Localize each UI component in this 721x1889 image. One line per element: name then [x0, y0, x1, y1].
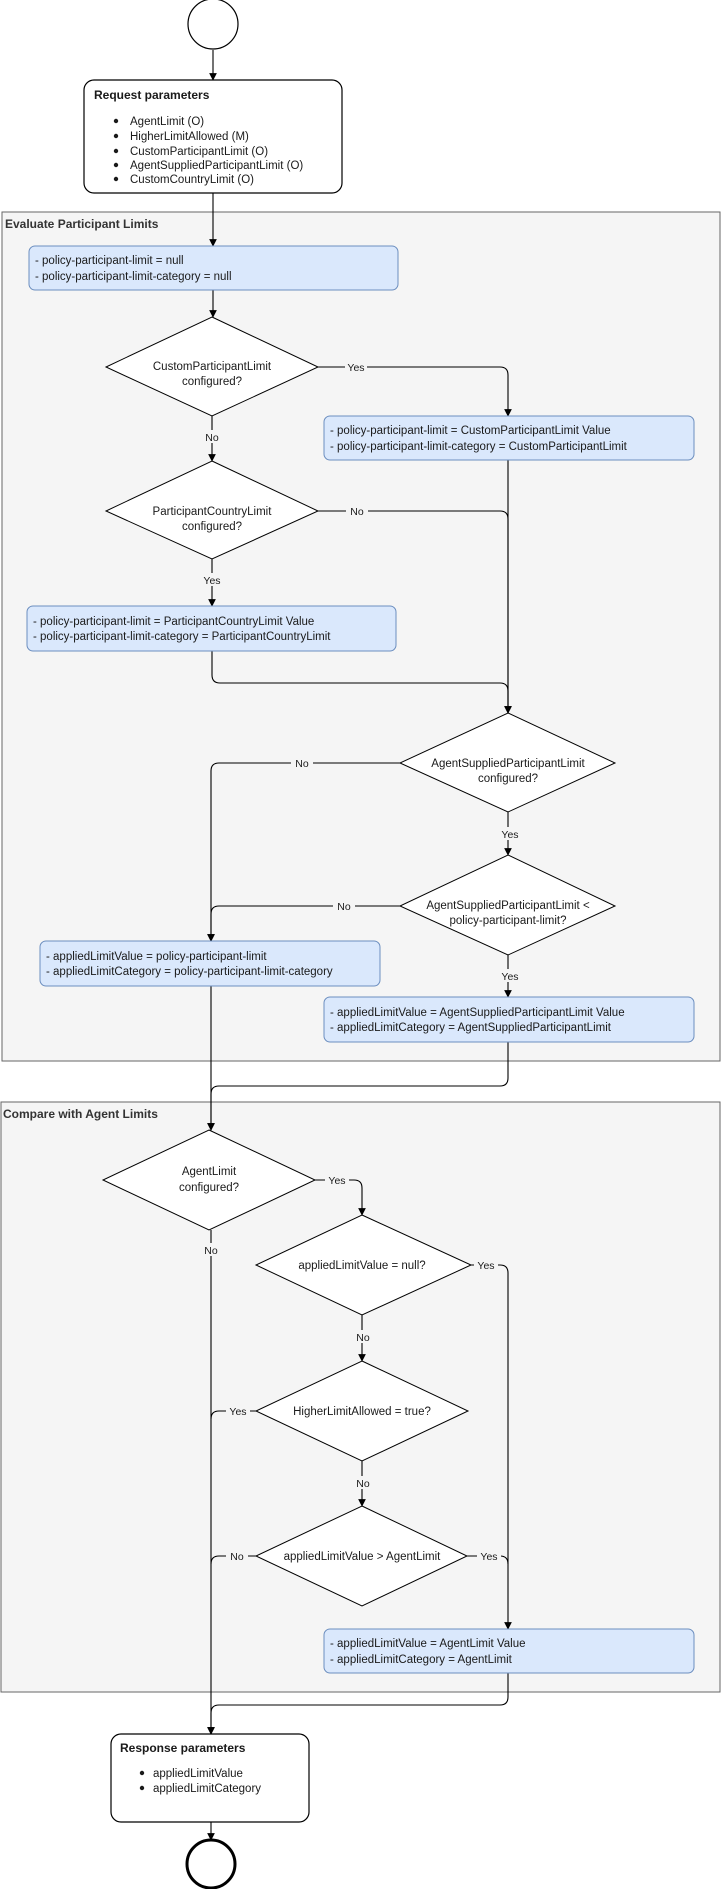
edges [207, 50, 512, 1841]
edge-agent-to-response [207, 1673, 509, 1735]
decision-applied-limit-null: appliedLimitValue = null? [254, 1214, 473, 1316]
edge-d3-no [207, 762, 400, 942]
decision-participant-country-limit-configured: ParticipantCountryLimit configured? [104, 460, 320, 560]
action-line: - policy-participant-limit-category = Pa… [33, 631, 331, 643]
action-line: - policy-participant-limit = CustomParti… [330, 425, 611, 437]
label-yes-d3: Yes [501, 829, 518, 841]
edge-labels: Yes No No Yes No Yes No Yes Yes No Yes N… [200, 360, 522, 1563]
edge-d6-yes [471, 1264, 512, 1630]
action-line: - policy-participant-limit = null [35, 255, 184, 267]
edge-country-to-d3 [211, 651, 512, 714]
label-yes-d1: Yes [347, 362, 364, 374]
lane-title-evaluate: Evaluate Participant Limits [5, 217, 159, 231]
action-line: - policy-participant-limit-category = Cu… [330, 441, 628, 453]
action-line: - appliedLimitValue = policy-participant… [46, 951, 267, 963]
edge-d5-yes [315, 1179, 366, 1216]
end-node [185, 1838, 237, 1889]
response-title: Response parameters [120, 1741, 246, 1755]
decision-higher-limit-allowed: HigherLimitAllowed = true? [254, 1360, 470, 1462]
response-item: appliedLimitCategory [153, 1783, 261, 1795]
label-yes-d7: Yes [229, 1406, 246, 1418]
action-line: - policy-participant-limit = Participant… [33, 616, 314, 628]
decision-line: policy-participant-limit? [450, 915, 567, 927]
action-line: - appliedLimitCategory = AgentSuppliedPa… [330, 1022, 612, 1034]
label-no-d4: No [337, 901, 351, 913]
label-no-d5: No [204, 1245, 218, 1257]
request-item: HigherLimitAllowed (M) [130, 131, 249, 143]
lane-title-compare: Compare with Agent Limits [3, 1107, 158, 1121]
action-line: - policy-participant-limit-category = nu… [35, 271, 232, 283]
request-item: AgentSuppliedParticipantLimit (O) [130, 160, 303, 172]
action-policy-participant-limit: - appliedLimitValue = policy-participant… [39, 940, 381, 987]
decision-agent-supplied-limit-configured: AgentSuppliedParticipantLimit configured… [398, 712, 617, 813]
request-item: AgentLimit (O) [130, 116, 204, 128]
label-yes-d4: Yes [501, 971, 518, 983]
request-parameters-box: Request parameters AgentLimit (O) Higher… [83, 79, 343, 194]
label-no-d7: No [356, 1478, 370, 1490]
label-yes-d2: Yes [203, 575, 220, 587]
action-agent-limit: - appliedLimitValue = AgentLimit Value -… [323, 1628, 695, 1674]
decision-line: configured? [478, 773, 538, 785]
edge-d4-no [207, 905, 400, 942]
label-no-d3: No [295, 758, 309, 770]
action-line: - appliedLimitCategory = AgentLimit [330, 1654, 513, 1666]
action-init-null: - policy-participant-limit = null - poli… [28, 245, 399, 291]
decision-line: HigherLimitAllowed = true? [293, 1406, 431, 1418]
decision-line: CustomParticipantLimit [153, 361, 272, 373]
label-yes-d6: Yes [477, 1260, 494, 1272]
action-line: - appliedLimitValue = AgentLimit Value [330, 1638, 526, 1650]
edge-d7-yes [210, 1410, 256, 1420]
action-participant-country-limit: - policy-participant-limit = Participant… [26, 605, 397, 652]
request-item: CustomCountryLimit (O) [130, 174, 254, 186]
decision-custom-participant-limit-configured: CustomParticipantLimit configured? [104, 316, 320, 417]
edge-d1-yes [318, 366, 512, 417]
action-agent-supplied-participant-limit: - appliedLimitValue = AgentSuppliedParti… [323, 996, 695, 1043]
request-title: Request parameters [94, 88, 210, 102]
edge-d8-no [210, 1555, 256, 1565]
decision-agent-supplied-less-than-policy: AgentSuppliedParticipantLimit < policy-p… [398, 854, 617, 956]
label-no-d2: No [350, 506, 364, 518]
decision-line: configured? [182, 521, 242, 533]
decision-line: appliedLimitValue > AgentLimit [284, 1551, 442, 1563]
action-custom-participant-limit: - policy-participant-limit = CustomParti… [323, 415, 695, 461]
label-no-d6: No [356, 1332, 370, 1344]
label-no-d1: No [205, 432, 219, 444]
decision-line: appliedLimitValue = null? [298, 1260, 425, 1272]
decision-line: AgentSuppliedParticipantLimit < [426, 900, 590, 912]
action-line: - appliedLimitCategory = policy-particip… [46, 966, 333, 978]
decision-line: ParticipantCountryLimit [153, 506, 273, 518]
decision-line: configured? [182, 376, 242, 388]
response-item: appliedLimitValue [153, 1768, 243, 1780]
edge-supplied-to-d5 [207, 1042, 509, 1131]
start-node [187, 0, 239, 50]
label-yes-d5: Yes [328, 1175, 345, 1187]
decision-applied-greater-than-agent-limit: appliedLimitValue > AgentLimit [254, 1505, 469, 1607]
label-no-d8: No [230, 1551, 244, 1563]
response-parameters-box: Response parameters appliedLimitValue ap… [110, 1733, 310, 1823]
request-item: CustomParticipantLimit (O) [130, 146, 268, 158]
action-line: - appliedLimitValue = AgentSuppliedParti… [330, 1007, 625, 1019]
decision-agent-limit-configured: AgentLimit configured? [101, 1129, 317, 1231]
decision-line: AgentSuppliedParticipantLimit [431, 758, 585, 770]
decision-line: AgentLimit [182, 1166, 237, 1178]
label-yes-d8: Yes [480, 1551, 497, 1563]
decision-line: configured? [179, 1182, 239, 1194]
